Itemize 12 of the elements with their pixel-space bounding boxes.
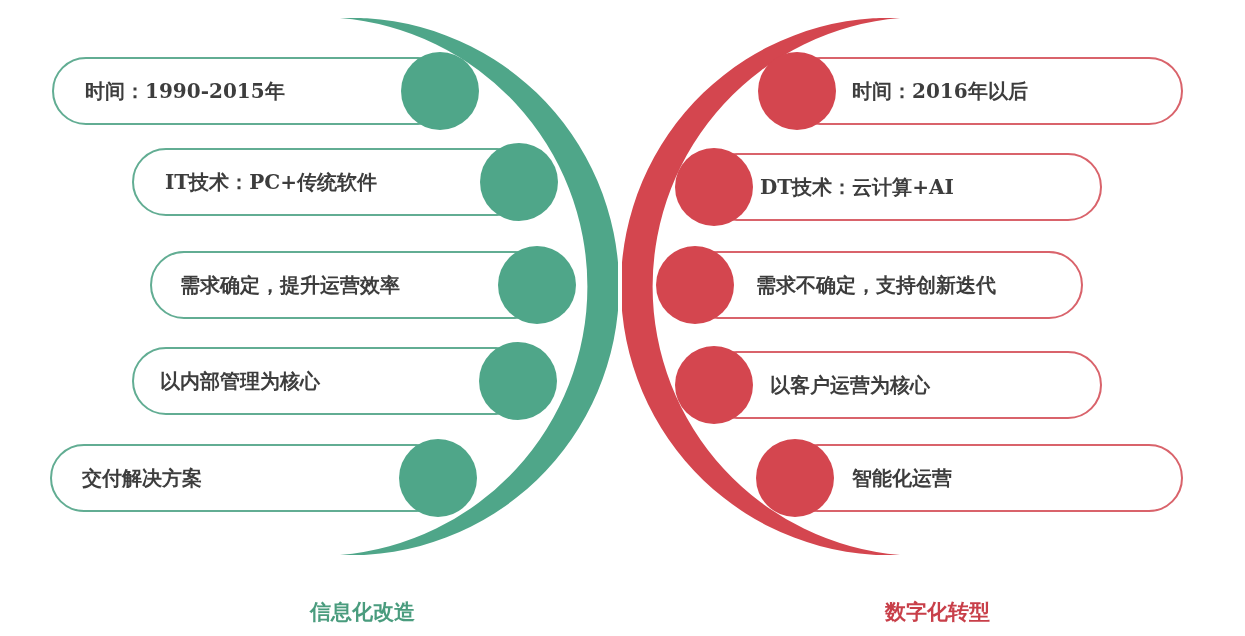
item-text: 需求不确定，支持创新迭代 (756, 271, 996, 299)
item-text: 时间：1990-2015年 (85, 77, 285, 105)
item-text: 以客户运营为核心 (770, 371, 930, 399)
item-text: 交付解决方案 (82, 464, 202, 492)
item-text: IT技术：PC+传统软件 (165, 168, 377, 196)
item-text: 智能化运营 (852, 464, 952, 492)
item-text: 以内部管理为核心 (160, 367, 320, 395)
heading-text: 数字化转型 (884, 598, 990, 626)
item-text: 时间：2016年以后 (852, 77, 1028, 105)
item-text: DT技术：云计算+AI (760, 173, 954, 201)
item-text: 需求确定，提升运营效率 (180, 271, 400, 299)
heading-text: 信息化改造 (309, 598, 415, 626)
